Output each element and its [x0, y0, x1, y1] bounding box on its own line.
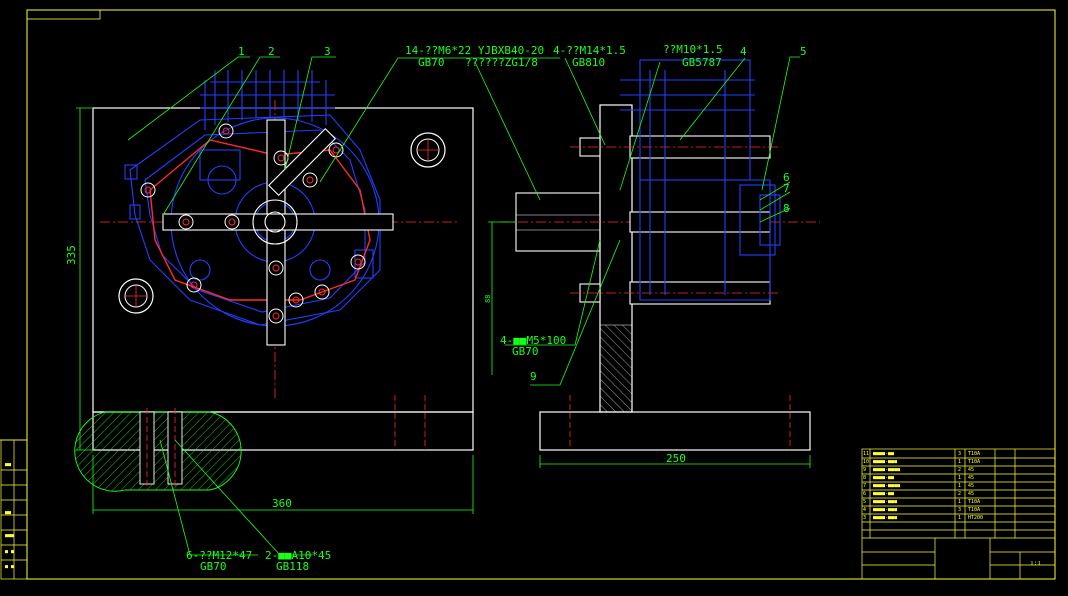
callout-5: 5 [800, 45, 807, 58]
tb-row-8-qty: 3 [958, 507, 962, 513]
note-nut-m10-line2: GB5787 [682, 56, 722, 69]
callout-8: 8 [783, 202, 790, 215]
side-view [474, 56, 820, 468]
front-leaders [127, 56, 560, 556]
tb-row-5-mat: 45 [968, 483, 975, 489]
tb-row-9-qty: 1 [958, 515, 962, 521]
tb-row-5-name: ■■■■-■■■■ [873, 483, 901, 489]
tb-row-5-no: 7 [863, 483, 867, 489]
tb-row-3-no: 9 [863, 467, 867, 473]
note-screw14-line2: GB70 [418, 56, 445, 69]
tb-row-7-no: 5 [863, 499, 867, 505]
tb-row-4-mat: 45 [968, 475, 975, 481]
tb-row-4-name: ■■■■-■■ [873, 475, 895, 481]
tb-row-1-no: 11 [863, 451, 870, 457]
left-strip-2: ■■ [5, 510, 12, 516]
tb-row-1-mat: T10A [968, 451, 981, 457]
note-pin-a10-line1: 2-■■A10*45 [265, 549, 332, 562]
workpiece-red-contour [149, 139, 371, 301]
dim-width-side: 250 [666, 452, 686, 465]
tb-row-9-no: 3 [863, 515, 867, 521]
note-bolt-m5-line1: 4-■■M5*100 [500, 334, 567, 347]
bushing-bottom-left [118, 278, 154, 314]
tb-row-7-name: ■■■■-■■■ [873, 499, 898, 505]
side-leaders [474, 56, 800, 386]
support-pins [579, 135, 771, 305]
note-screw-m12-line1: 6-??M12*47 [186, 549, 253, 562]
tb-row-2-mat: T10A [968, 459, 981, 465]
tb-row-8-no: 4 [863, 507, 867, 513]
bushing-top-right [410, 132, 446, 168]
tb-row-1-qty: 3 [958, 451, 962, 457]
tb-row-4-no: 8 [863, 475, 867, 481]
tb-row-3-name: ■■■■-■■■■ [873, 467, 901, 473]
left-strip-3: ■■■ [5, 533, 15, 539]
note-bolt-m5-line2: GB70 [512, 345, 539, 358]
note-nut4-line2: GB810 [572, 56, 606, 69]
callout-4: 4 [740, 45, 747, 58]
tb-row-3-mat: 45 [968, 467, 975, 473]
left-info-strip [0, 439, 28, 580]
tb-scale: 1:1 [1030, 561, 1041, 567]
tb-row-6-no: 6 [863, 491, 867, 497]
callout-6: 6 [783, 171, 790, 184]
tb-row-6-name: ■■■■-■■ [873, 491, 895, 497]
tb-row-5-qty: 1 [958, 483, 962, 489]
tb-row-9-mat: HT200 [968, 515, 984, 521]
tb-row-6-qty: 2 [958, 491, 962, 497]
dim-small-side: 88 [484, 294, 492, 303]
tb-row-6-mat: 45 [968, 491, 975, 497]
drawing-frame [0, 9, 1056, 580]
note-nut4-line1: 4-??M14*1.5 [553, 44, 626, 57]
callout-2: 2 [268, 45, 275, 58]
tb-row-7-mat: T10A [968, 499, 981, 505]
front-dimensions [76, 107, 474, 514]
tb-row-7-qty: 1 [958, 499, 962, 505]
callout-9: 9 [530, 370, 537, 383]
tb-row-4-qty: 1 [958, 475, 962, 481]
left-strip-1: ■■ [5, 462, 12, 468]
title-block [861, 448, 1056, 580]
clamp-bolts [140, 123, 366, 324]
side-base [539, 411, 811, 451]
tb-row-8-mat: T10A [968, 507, 981, 513]
tb-row-3-qty: 2 [958, 467, 962, 473]
note-screw-m12-line2: GB70 [200, 560, 227, 573]
note-nut-m10-line1: ??M10*1.5 [663, 43, 723, 56]
side-dimensions [488, 221, 811, 468]
tb-row-9-name: ■■■■-■■■ [873, 515, 898, 521]
callout-1: 1 [238, 45, 245, 58]
front-view [74, 56, 560, 556]
note-screw14-line1: 14-??M6*22 YJBXB40-20 [405, 44, 545, 57]
tb-row-2-no: 10 [863, 459, 870, 465]
workpiece-side [620, 59, 781, 301]
callout-7: 7 [783, 182, 790, 195]
tb-row-2-qty: 1 [958, 459, 962, 465]
note-screw14-line3: ??????ZG1/8 [465, 56, 538, 69]
tb-row-1-name: ■■■■-■■ [873, 451, 895, 457]
note-pin-a10-line2: GB118 [276, 560, 310, 573]
left-strip-4: ■ ■ [5, 549, 15, 555]
dim-width-front: 360 [272, 497, 292, 510]
tb-row-2-name: ■■■■-■■■ [873, 459, 898, 465]
dim-height-front: 335 [65, 245, 78, 265]
front-hatch-section [74, 411, 242, 492]
left-strip-5: ■ ■ [5, 564, 15, 570]
clamp-straps [162, 119, 394, 346]
tb-row-8-name: ■■■■-■■■ [873, 507, 898, 513]
callout-3: 3 [324, 45, 331, 58]
